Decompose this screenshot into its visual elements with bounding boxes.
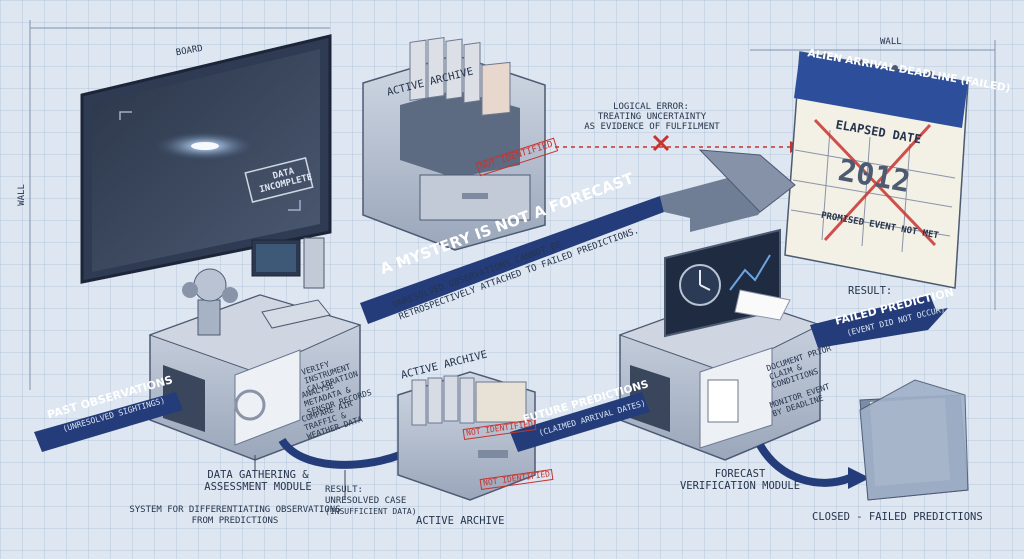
left-module-label1: DATA GATHERING & [207,469,309,481]
closed-folder-caption: CLOSED - FAILED PREDICTIONS [812,511,983,523]
past-observations-arrow [34,392,183,452]
closed-folder [859,379,969,501]
failed-prediction-arrow [810,295,948,348]
deadline-calendar [784,51,969,289]
future-predictions-arrow [510,392,650,452]
wall-dim-label-left: WALL [16,184,27,206]
archive-cabinet-top [362,37,546,251]
result-left-line3: (INSUFFICIENT DATA) [325,507,417,516]
observation-board [80,34,332,284]
system-line1: SYSTEM FOR DIFFERENTIATING OBSERVATIONS [129,505,341,515]
archive-mid-caption: ACTIVE ARCHIVE [416,515,505,527]
right-module-label2: VERIFICATION MODULE [679,480,801,492]
flow-arrow-left [278,437,402,469]
archive-cabinet-mid [397,371,536,501]
right-module-label1: FORECAST [714,468,766,480]
leader-lines [254,455,346,500]
left-module-machine [148,237,362,461]
logical-error-line2: TREATING UNCERTAINTY [597,112,707,122]
dimension-lines [29,20,996,390]
main-banner-ribbon [360,149,796,324]
left-module-label2: ASSESSMENT MODULE [204,481,312,493]
data-incomplete-stamp [244,157,314,203]
right-module-machine [618,228,822,461]
flow-arrow-right [756,442,852,487]
result-left-line1: RESULT: [325,485,363,495]
logical-error-line1: LOGICAL ERROR: [613,102,689,112]
result-right-label: RESULT: [848,285,893,297]
logical-error-link [555,134,802,153]
wall-dim-label-right: WALL [880,37,902,47]
result-left-line2: UNRESOLVED CASE [325,496,407,506]
logical-error-line3: AS EVIDENCE OF FULFILMENT [584,122,720,132]
system-line2: FROM PREDICTIONS [191,516,279,526]
